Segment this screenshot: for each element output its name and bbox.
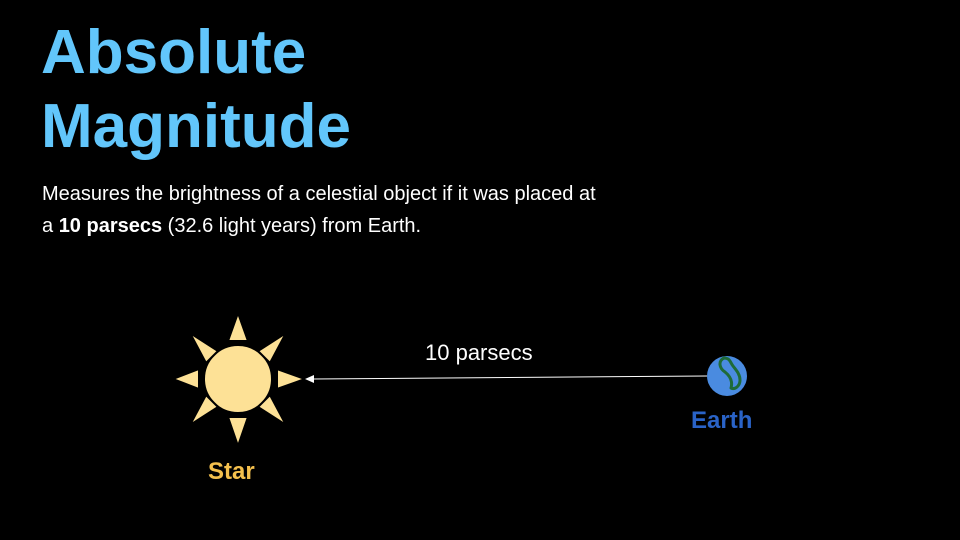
distance-arrow-head xyxy=(305,375,314,383)
earth-globe-icon xyxy=(707,356,747,396)
star-label: Star xyxy=(208,458,255,485)
sun-ray-bottom-right xyxy=(257,394,287,426)
sun-core xyxy=(203,344,273,414)
sun-icon xyxy=(172,312,306,447)
slide-title: Absolute Magnitude xyxy=(41,16,351,164)
sun-ray-right xyxy=(276,368,306,390)
sun-ray-bottom xyxy=(227,416,249,447)
distance-arrow-line xyxy=(312,375,708,380)
distance-arrow xyxy=(305,375,708,383)
distance-label: 10 parsecs xyxy=(425,340,533,365)
slide-title-line1: Absolute xyxy=(41,18,307,87)
description-text-end: (32.6 light years) from Earth. xyxy=(162,215,422,237)
earth-continent xyxy=(718,356,742,390)
sun-ray-top-right xyxy=(257,332,287,364)
slide-description: Measures the brightness of a celestial o… xyxy=(42,178,602,242)
description-emphasis: 10 parsecs xyxy=(58,215,163,237)
description-text-start: Measures the brightness of a celestial o… xyxy=(42,183,596,237)
earth-label: Earth xyxy=(691,407,753,434)
sun-ray-bottom-left xyxy=(189,394,219,426)
sun-ray-top-left xyxy=(189,332,219,364)
sun-ray-left xyxy=(172,368,200,390)
sun-ray-top xyxy=(227,312,249,342)
slide-title-line2: Magnitude xyxy=(41,92,351,161)
